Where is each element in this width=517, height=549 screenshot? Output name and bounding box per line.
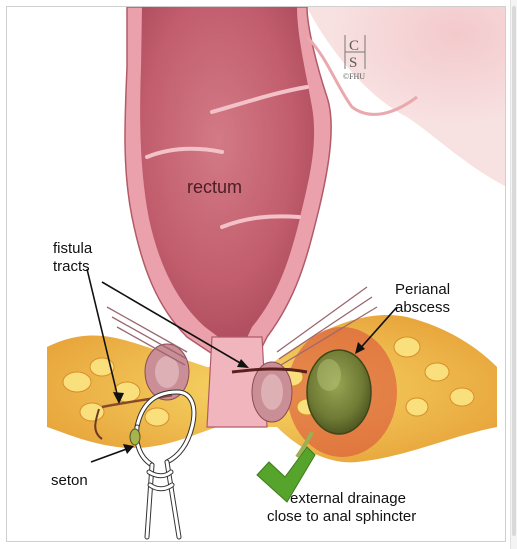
logo-letter-s: S xyxy=(349,55,357,71)
scrollbar[interactable] xyxy=(510,0,517,549)
logo-caption: ©FHU xyxy=(343,72,365,81)
drainage-arrow xyxy=(256,446,316,503)
logo: C S ©FHU xyxy=(343,35,366,81)
fistula-diagram: rectum fistula tracts Perianal abscess s… xyxy=(47,7,505,540)
label-fistula-line2: tracts xyxy=(53,258,90,275)
fistula-tract-left xyxy=(101,393,173,409)
label-perianal-line2: abscess xyxy=(395,299,450,316)
levator-muscle xyxy=(106,286,378,366)
fistula-tract-right xyxy=(231,367,308,374)
rectal-folds xyxy=(145,85,309,229)
scrollbar-thumb[interactable] xyxy=(512,6,516,536)
sigmoid-wall xyxy=(305,35,418,116)
label-rectum: rectum xyxy=(187,177,242,197)
fat-lobules xyxy=(62,336,475,427)
label-drainage-line1: external drainage xyxy=(290,490,406,507)
seton-device xyxy=(134,389,197,540)
leader-lines xyxy=(86,268,398,463)
external-opening xyxy=(129,428,141,446)
label-seton: seton xyxy=(51,472,88,489)
logo-letter-c: C xyxy=(349,38,359,54)
rectum-lumen xyxy=(140,7,315,342)
background-tissue xyxy=(257,7,505,186)
sphincter-muscles xyxy=(144,343,293,423)
perianal-abscess xyxy=(306,349,372,435)
anal-canal xyxy=(206,336,268,428)
diagram-frame: rectum fistula tracts Perianal abscess s… xyxy=(6,6,506,542)
abscess-highlight xyxy=(317,359,341,391)
leader-arrowheads xyxy=(113,342,365,454)
label-perianal-line1: Perianal xyxy=(395,281,450,298)
drainage-path xyxy=(295,431,314,459)
label-drainage-line2: close to anal sphincter xyxy=(267,508,416,525)
label-fistula-line1: fistula xyxy=(53,240,93,257)
